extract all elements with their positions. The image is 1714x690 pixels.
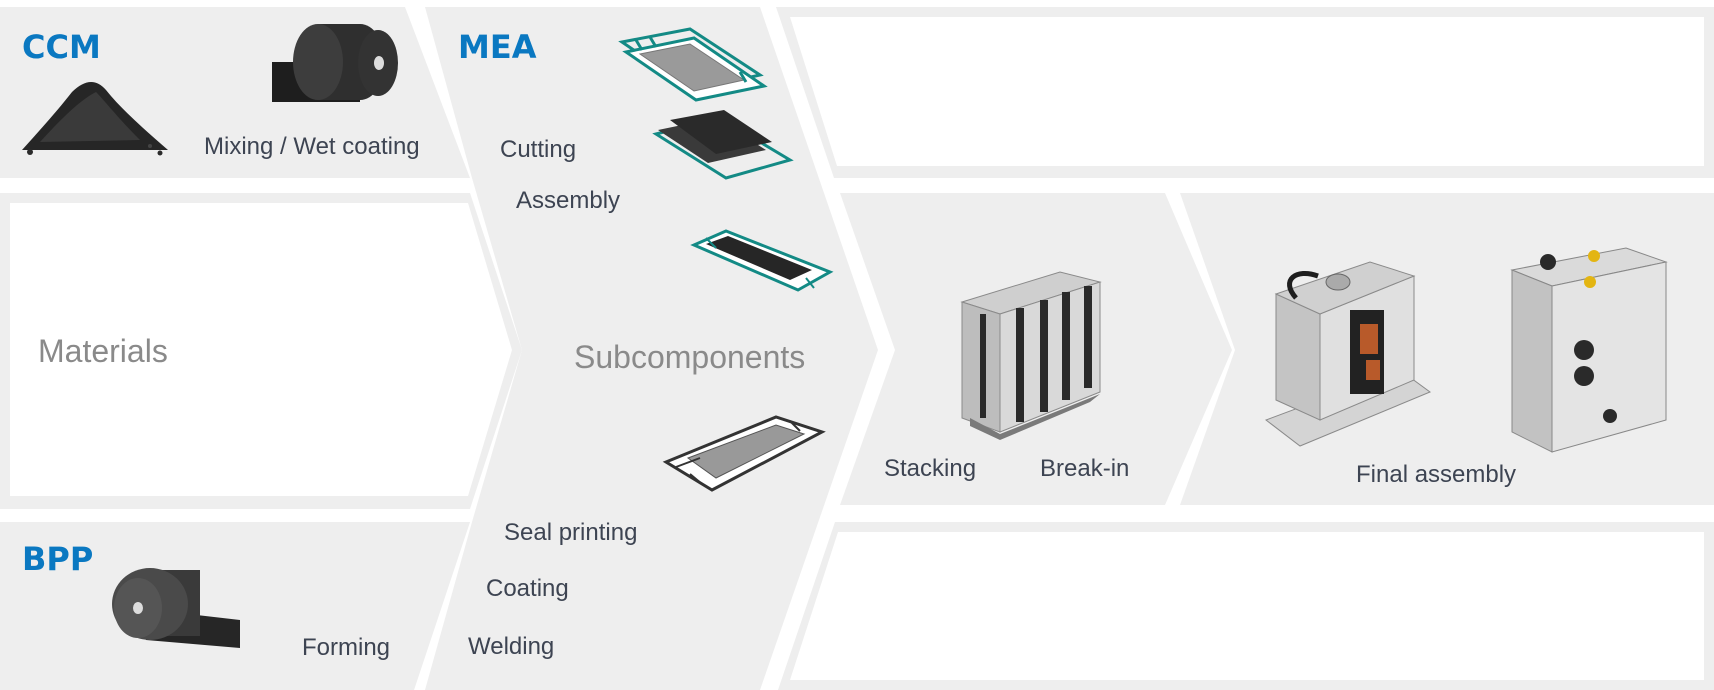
carbon-powder-pile-icon [22,81,168,156]
mea-layer-stack-icon [618,27,768,102]
mea-frame-icon [690,229,834,292]
seal-printing-label: Seal printing [504,519,637,546]
welding-label: Welding [468,633,554,660]
bpp-heading: BPP [22,540,93,578]
coating-label: Coating [486,575,569,602]
final-assembly-label: Final assembly [1356,461,1516,488]
forming-label: Forming [302,634,390,661]
materials-section-label: Materials [38,333,168,369]
mixing-wet-coating-label: Mixing / Wet coating [204,133,420,160]
fuel-cell-housing-icon [1510,247,1668,453]
material-roll-icon [272,24,398,102]
ccm-heading: CCM [22,28,101,66]
fuel-cell-module-icon [1264,261,1432,447]
fuel-cell-stack-icon [960,271,1102,440]
materials-inner [10,203,512,496]
material-roll-icon [112,568,240,648]
mea-heading: MEA [458,28,537,66]
mea-gdl-layer-icon [652,110,794,180]
subcomponents-panel [425,7,878,690]
stacking-label: Stacking [884,455,976,482]
top-right-inner [790,17,1704,166]
bottom-right-inner [790,532,1704,680]
cutting-label: Cutting [500,136,576,163]
assembly-label: Assembly [516,187,620,214]
break-in-label: Break-in [1040,455,1129,482]
bipolar-plate-icon [662,415,826,492]
subcomponents-section-label: Subcomponents [574,339,805,375]
bpp-panel [0,522,470,690]
